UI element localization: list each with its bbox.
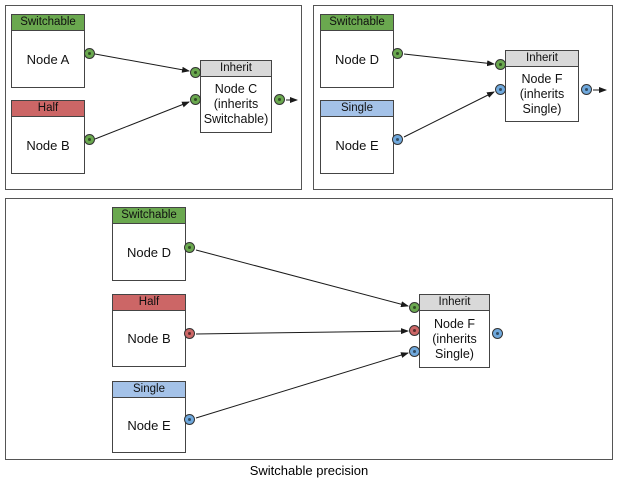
node-f-bottom-input-port-3 — [409, 346, 420, 357]
node-f-input-port-1 — [495, 59, 506, 70]
node-f-bottom-output-port — [492, 328, 503, 339]
node-c: Inherit Node C (inherits Switchable) — [200, 60, 272, 133]
node-d-bottom-title: Node D — [126, 244, 172, 260]
node-e-bottom-title: Node E — [127, 417, 171, 433]
node-c-output-port — [274, 94, 285, 105]
node-a: Switchable Node A — [11, 14, 85, 88]
figure-caption: Switchable precision — [249, 463, 369, 478]
node-b-output-port — [84, 134, 95, 145]
node-c-input-port-2 — [190, 94, 201, 105]
node-b: Half Node B — [11, 100, 85, 174]
node-f-bottom-input-port-1 — [409, 302, 420, 313]
node-c-title: Node C (inherits Switchable) — [203, 82, 269, 126]
node-b-title: Node B — [26, 137, 70, 153]
node-b-bottom-type-header: Half — [113, 295, 185, 311]
node-f-bottom-input-port-2 — [409, 325, 420, 336]
node-e-type-header: Single — [321, 101, 393, 117]
node-b-bottom-title: Node B — [127, 331, 171, 346]
node-a-output-port — [84, 48, 95, 59]
node-e-bottom-type-header: Single — [113, 382, 185, 398]
node-a-type-header: Switchable — [12, 15, 84, 31]
node-f-title: Node F (inherits Single) — [519, 71, 565, 116]
node-b-bottom-output-port — [184, 328, 195, 339]
node-d-bottom-output-port — [184, 242, 195, 253]
node-c-type-header: Inherit — [201, 61, 271, 77]
node-f-input-port-2 — [495, 84, 506, 95]
panel-top-left — [5, 5, 302, 190]
node-d-bottom: Switchable Node D — [112, 207, 186, 281]
node-e-output-port — [392, 134, 403, 145]
node-c-input-port-1 — [190, 67, 201, 78]
node-f-bottom-title: Node F (inherits Single) — [432, 316, 477, 361]
node-f-bottom: Inherit Node F (inherits Single) — [419, 294, 490, 368]
node-d-title: Node D — [334, 51, 380, 67]
panel-bottom — [5, 198, 613, 460]
node-f-output-port — [581, 84, 592, 95]
node-d-bottom-type-header: Switchable — [113, 208, 185, 224]
node-d-type-header: Switchable — [321, 15, 393, 31]
node-f: Inherit Node F (inherits Single) — [505, 50, 579, 122]
node-e-bottom-output-port — [184, 414, 195, 425]
node-b-bottom: Half Node B — [112, 294, 186, 367]
node-d: Switchable Node D — [320, 14, 394, 88]
node-e-title: Node E — [335, 137, 379, 153]
node-e-bottom: Single Node E — [112, 381, 186, 453]
node-f-type-header: Inherit — [506, 51, 578, 67]
node-e: Single Node E — [320, 100, 394, 174]
node-d-output-port — [392, 48, 403, 59]
panel-top-right — [313, 5, 613, 190]
node-f-bottom-type-header: Inherit — [420, 295, 489, 311]
node-a-title: Node A — [26, 51, 70, 67]
node-b-type-header: Half — [12, 101, 84, 117]
